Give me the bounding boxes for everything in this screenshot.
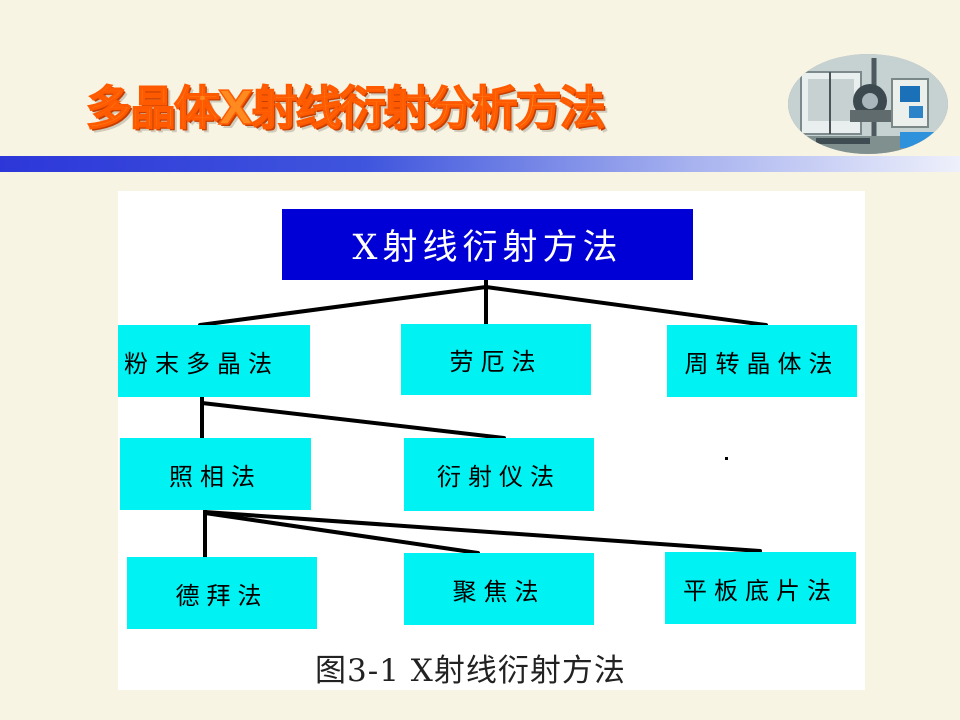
photographic-method-node: 照相法 — [120, 438, 311, 510]
xray-diffractometer-photo — [788, 54, 948, 154]
photo-to-focus-line — [203, 511, 480, 555]
powder-method-node: 粉末多晶法 — [118, 325, 310, 397]
slide-title: 多晶体X射线衍射分析方法 — [85, 80, 606, 136]
diagram-dot-mark — [725, 457, 728, 460]
flat-plate-method-node: 平板底片法 — [665, 552, 856, 624]
focusing-method-node: 聚焦法 — [404, 553, 594, 625]
root-to-rotating-line — [484, 285, 768, 327]
debye-method-node: 德拜法 — [127, 557, 317, 629]
figure-caption: 图3-1 X射线衍射方法 — [315, 653, 626, 689]
connector-lines — [198, 278, 768, 559]
diffractometer-method-node: 衍射仪法 — [404, 438, 594, 511]
powder-to-diffractometer-line — [200, 401, 506, 440]
rotating-crystal-method-node: 周转晶体法 — [667, 325, 857, 397]
title-rule — [0, 156, 960, 172]
laue-method-node: 劳厄法 — [401, 324, 591, 395]
root-method-node: X射线衍射方法 — [282, 209, 693, 280]
root-to-powder-line — [198, 285, 488, 327]
photo-to-plate-line — [203, 510, 762, 553]
xray-diffraction-methods-diagram: X射线衍射方法 粉末多晶法 劳厄法 周转晶体法 照相法 衍射仪法 德拜法 聚焦法… — [118, 191, 865, 690]
